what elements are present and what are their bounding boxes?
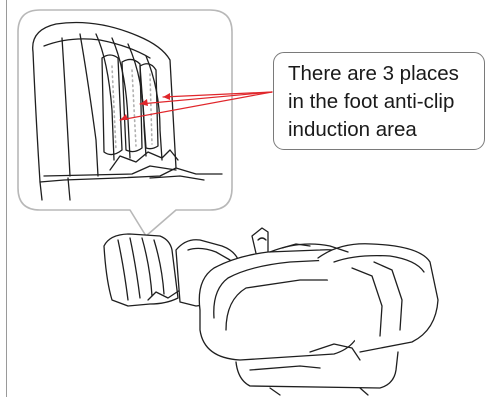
callout-text-line-2: in the foot anti-clip [288, 88, 484, 116]
callout-text-line-3: induction area [288, 116, 484, 144]
callout-box: There are 3 places in the foot anti-clip… [273, 52, 485, 150]
massage-chair [104, 228, 438, 395]
callout-text-line-1: There are 3 places [288, 60, 484, 88]
